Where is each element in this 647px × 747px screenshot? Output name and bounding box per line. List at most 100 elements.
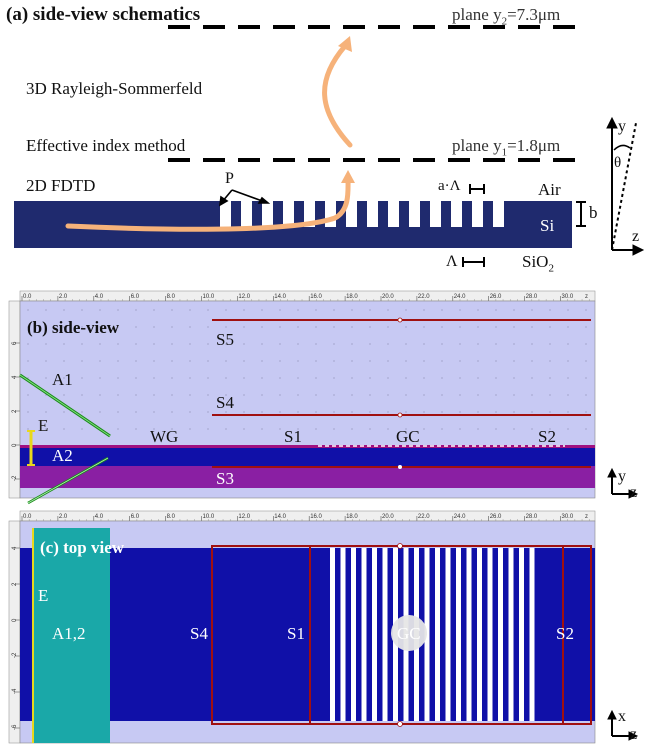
y-tick-label: -6 [12, 724, 18, 730]
label-s4: S4 [216, 393, 234, 412]
label-s4-c: S4 [190, 624, 208, 643]
panel-c-left-ruler [8, 520, 21, 744]
x-tick-label: 4.0 [95, 294, 104, 300]
axis-z-label-c: z [630, 726, 638, 743]
label-s2-b: S2 [538, 427, 556, 446]
x-tick-label: 16.0 [310, 514, 322, 520]
x-tick-label: 30.0 [562, 294, 574, 300]
y-tick-label: -4 [12, 688, 18, 694]
x-tick-label: 0.0 [23, 294, 32, 300]
beam-path-lower [65, 175, 351, 232]
label-a2: A2 [52, 446, 73, 465]
groove-width-label: a·Λ [438, 178, 461, 194]
x-tick-label: 10.0 [203, 514, 215, 520]
x-tick-label: 2.0 [59, 294, 68, 300]
y-tick-label: 2 [12, 582, 18, 586]
monitor-s3-marker [398, 465, 402, 469]
label-gc-c: GC [397, 624, 421, 643]
si-label: Si [540, 216, 555, 235]
x-tick-label: 24.0 [454, 294, 466, 300]
gc-label-backdrop [391, 615, 427, 651]
x-unit-label: z [585, 514, 588, 520]
panel-a-schematic [14, 25, 645, 267]
label-e-c: E [38, 586, 49, 605]
method-rs-label: 3D Rayleigh-Sommerfeld [26, 79, 203, 98]
label-s5: S5 [216, 330, 234, 349]
x-tick-label: 18.0 [346, 514, 358, 520]
thickness-b-label: b [589, 203, 598, 222]
x-tick-label: 8.0 [167, 514, 176, 520]
y-tick-label: 4 [12, 375, 18, 379]
label-s1-b: S1 [284, 427, 302, 446]
panel-c-y-ticks: 420-2-4-6 [12, 546, 20, 730]
x-tick-label: 30.0 [562, 514, 574, 520]
plane-y1-prefix: plane y [452, 136, 502, 155]
axis-x-label-c: x [618, 708, 626, 725]
absorber-a1-highlight [19, 374, 111, 437]
panel-b-title: (b) side-view [27, 318, 120, 337]
x-tick-label: 22.0 [418, 294, 430, 300]
panel-a: (a) side-view schematics plane y2=7.3μm … [0, 0, 647, 285]
plane-y1-suffix: =1.8μm [507, 136, 561, 155]
monitor-s5-marker [397, 317, 403, 323]
x-tick-label: 6.0 [131, 514, 140, 520]
x-tick-label: 20.0 [382, 514, 394, 520]
x-tick-label: 2.0 [59, 514, 68, 520]
plane-y2-suffix: =7.3μm [507, 5, 561, 24]
beam-arrowhead-lower [341, 170, 355, 183]
monitor-bottom-marker [397, 721, 403, 727]
monitor-top-marker [397, 543, 403, 549]
beam-arrowhead-upper [338, 36, 352, 52]
plane-y1-sub: 1 [501, 146, 508, 159]
axis-y-label-b: y [618, 468, 626, 485]
absorber-a12-region [33, 528, 110, 743]
plane-y2-label: plane y2=7.3μm [452, 5, 560, 27]
period-lambda-label: Λ [446, 253, 458, 270]
label-gc-b: GC [396, 427, 420, 446]
panel-b-top-ruler [19, 290, 596, 302]
x-tick-label: 28.0 [526, 294, 538, 300]
plane-y2-sub: 2 [501, 15, 508, 28]
coordinate-axes-b [607, 467, 639, 499]
panel-b-substrate-region [20, 466, 595, 488]
x-tick-label: 24.0 [454, 514, 466, 520]
x-tick-label: 18.0 [346, 294, 358, 300]
period-arrows [219, 189, 271, 207]
coordinate-axes-c [607, 709, 639, 741]
label-e-b: E [38, 416, 49, 435]
y-tick-label: 4 [12, 546, 18, 550]
x-tick-label: 4.0 [95, 514, 104, 520]
coordinate-axes-a [606, 116, 645, 256]
panel-b-left-ruler [8, 300, 21, 499]
y-tick-label: -2 [12, 475, 18, 481]
sio2-sub: 2 [548, 262, 554, 275]
plane-y2-prefix: plane y [452, 5, 502, 24]
axis-z-label-a: z [632, 228, 640, 245]
label-wg: WG [150, 427, 179, 446]
grating-grooves [220, 201, 504, 227]
label-s2-c: S2 [556, 624, 574, 643]
x-tick-label: 0.0 [23, 514, 32, 520]
x-tick-label: 8.0 [167, 294, 176, 300]
monitor-s4-marker [397, 412, 403, 418]
method-fdtd-label: 2D FDTD [26, 176, 96, 195]
plane-y1-label: plane y1=1.8μm [452, 136, 560, 158]
sio2-prefix: SiO [522, 252, 549, 271]
x-tick-label: 12.0 [238, 514, 250, 520]
period-bracket [462, 257, 485, 267]
x-tick-label: 28.0 [526, 514, 538, 520]
axis-theta-label: θ [614, 155, 622, 171]
label-a1: A1 [52, 370, 73, 389]
x-tick-label: 26.0 [490, 514, 502, 520]
y-tick-label: 6 [12, 341, 18, 345]
y-tick-label: 0 [12, 443, 18, 447]
label-s1-c: S1 [287, 624, 305, 643]
x-unit-label: z [585, 294, 588, 300]
x-tick-label: 22.0 [418, 514, 430, 520]
panel-a-title: (a) side-view schematics [6, 4, 201, 25]
